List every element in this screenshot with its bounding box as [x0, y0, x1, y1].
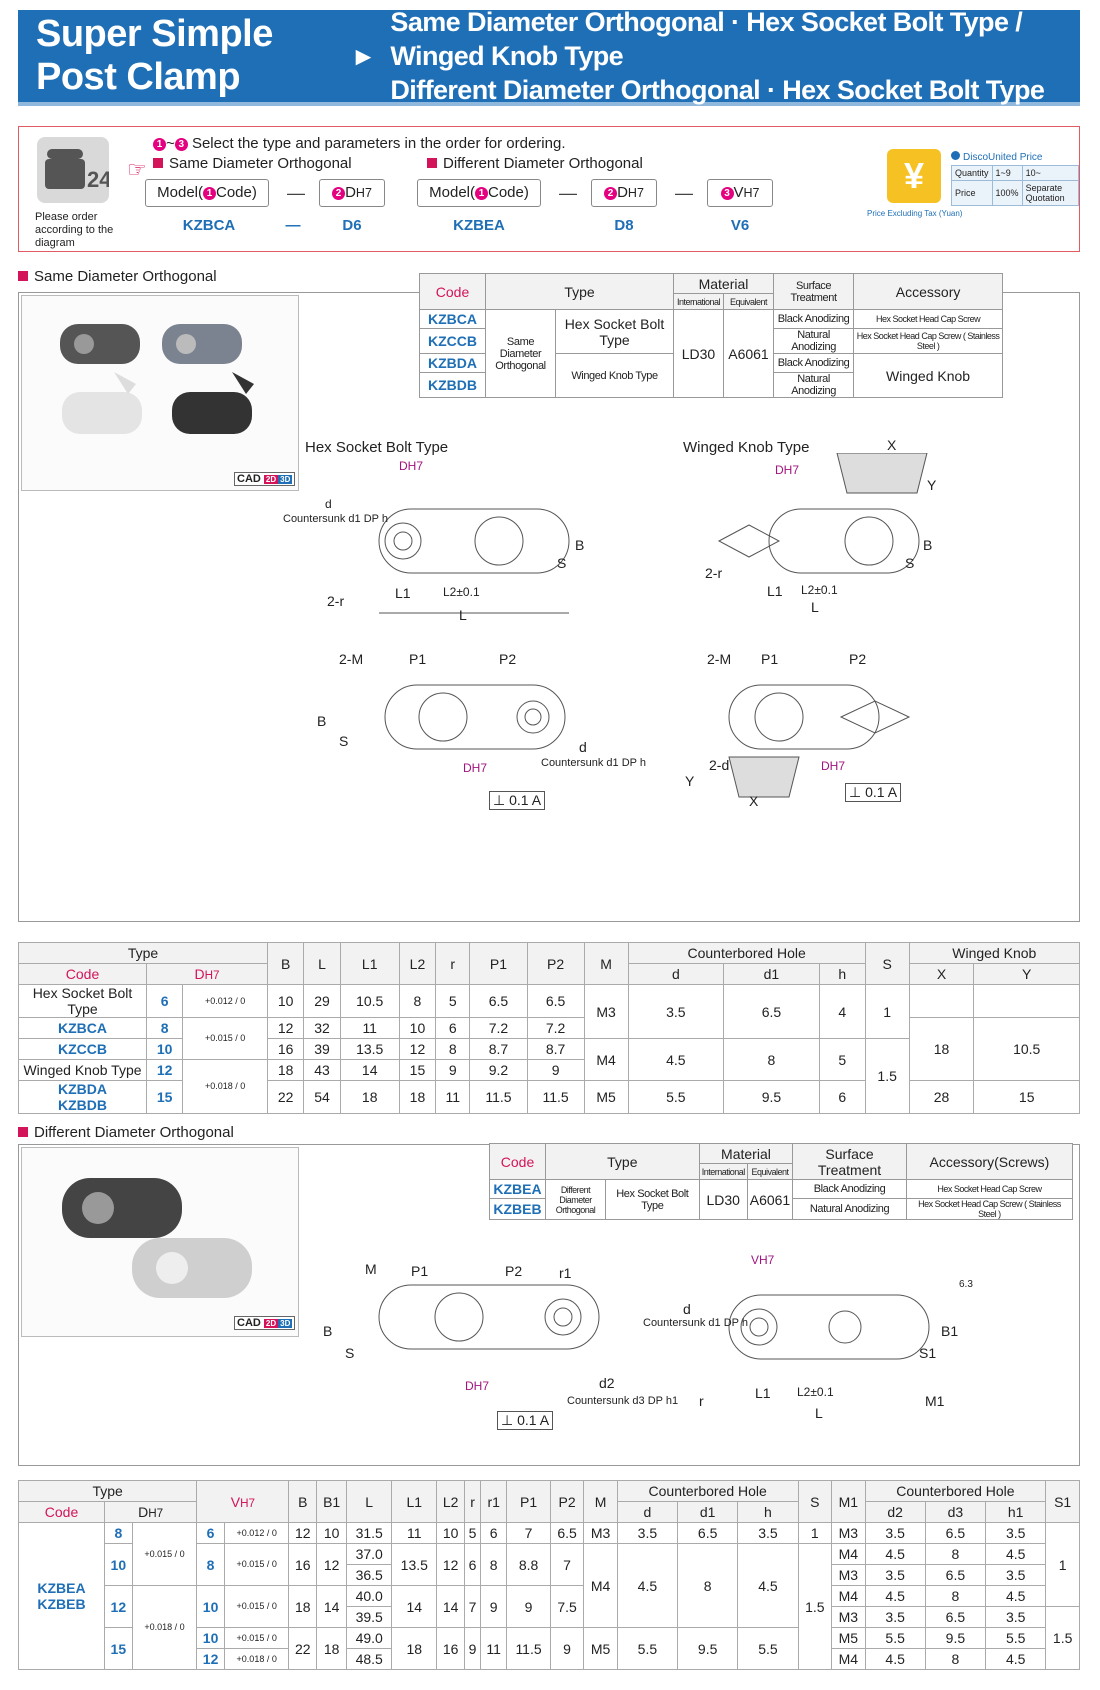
order-instruction: 1~3 Select the type and parameters in th…	[153, 135, 565, 152]
diff-top-view	[728, 1294, 930, 1360]
same-diameter-label: Same Diameter Orthogonal	[153, 155, 352, 172]
subtitle-line-1: Same Diameter Orthogonal · Hex Socket Bo…	[390, 7, 1023, 71]
disco-price-label: DiscoUnited Price	[951, 151, 1042, 163]
same-spec-table: Code Type Material Surface Treatment Acc…	[419, 273, 1003, 398]
diff-dimension-table: Type VH7 B B1 L L1 L2 r r1 P1 P2 M Count…	[17, 1480, 1080, 1670]
phone-icon: 24	[45, 149, 112, 192]
wing-side-view	[728, 684, 911, 798]
page-header: Super Simple Post Clamp ► Same Diameter …	[18, 7, 1080, 106]
order-note: Please order according to the diagram	[35, 211, 114, 249]
phone-24-icon: 24	[37, 137, 112, 203]
clamp-photo-image	[60, 324, 254, 434]
hex-side-view	[384, 684, 566, 750]
page-title: Super Simple Post Clamp	[36, 13, 273, 98]
header-subtitle: Same Diameter Orthogonal · Hex Socket Bo…	[390, 5, 1080, 107]
ordering-box: 24 Please order according to the diagram…	[18, 126, 1080, 252]
hex-top-view	[378, 508, 570, 614]
diff-diameter-label: Different Diameter Orthogonal	[427, 155, 643, 172]
yen-icon: ¥	[887, 149, 941, 203]
subtitle-line-2: Different Diameter Orthogonal · Hex Sock…	[390, 75, 1045, 105]
section-title-diff: Different Diameter Orthogonal	[18, 1124, 234, 1141]
header-arrow-icon: ►	[350, 40, 377, 71]
section-title-same: Same Diameter Orthogonal	[18, 268, 217, 285]
diff-spec-table: Code Type Material Surface Treatment Acc…	[489, 1143, 1074, 1220]
price-note: Price Excluding Tax (Yuan)	[867, 209, 963, 218]
same-dimension-table: Type B L L1 L2 r P1 P2 M Counterbored Ho…	[18, 942, 1081, 1114]
pointing-hand-icon: ☞	[127, 157, 147, 182]
svg-text:24: 24	[87, 167, 109, 192]
diff-clamp-photo-image	[62, 1178, 252, 1298]
diff-side-view	[378, 1284, 600, 1350]
wing-top-view	[717, 453, 928, 574]
